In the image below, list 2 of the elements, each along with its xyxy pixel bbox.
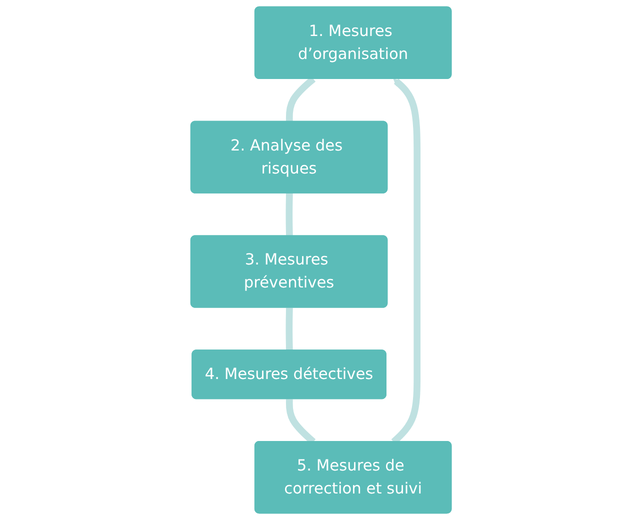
connector [286,308,294,351]
connector [286,193,294,236]
